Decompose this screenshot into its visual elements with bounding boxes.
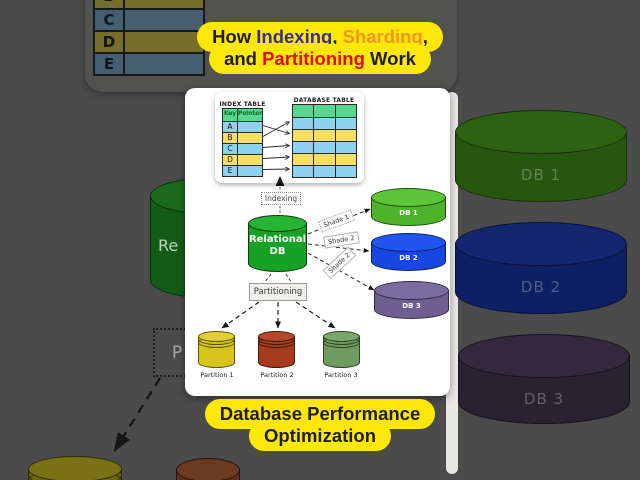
row-pointer-cell [125, 32, 203, 52]
shard-label-2: Shade 2 [323, 231, 360, 249]
relational-db-label-line2: DB [269, 245, 286, 257]
table-row: C [223, 143, 262, 154]
index-table-title: INDEX TABLE [219, 101, 266, 108]
table-row: B [95, 0, 203, 8]
row-pointer-cell [238, 166, 262, 176]
db1-label: DB 1 [399, 209, 418, 217]
background-db3-cylinder: DB 3 [458, 334, 630, 424]
table-row [293, 117, 356, 129]
indexing-accent: Indexing [256, 26, 333, 47]
table-row: A [223, 121, 262, 132]
row-pointer-cell [125, 0, 203, 8]
caption-line1: Database Performance [204, 399, 436, 430]
table-header-row [293, 105, 356, 117]
table-row: C [95, 8, 203, 30]
table-row [293, 141, 356, 153]
partition3-label: Partition 3 [324, 371, 358, 379]
partition1-cylinder [198, 331, 235, 368]
row-pointer-cell [125, 10, 203, 30]
partitioning-label: Partitioning [249, 283, 307, 301]
row-key-cell: B [95, 0, 125, 8]
background-partition2-cylinder [176, 458, 240, 480]
indexing-label: Indexing [261, 192, 301, 205]
table-row: E [95, 52, 203, 74]
sharding-accent: Sharding [342, 26, 423, 47]
background-db1-label: DB 1 [520, 166, 562, 184]
background-partition1-cylinder [28, 456, 122, 480]
partitioning-dashes [264, 273, 292, 283]
shard-label-3: Shade 2 [322, 246, 357, 280]
table-row [293, 153, 356, 165]
background-relational-db-label: Re [158, 236, 179, 255]
db2-label: DB 2 [399, 254, 418, 262]
background-db2-label: DB 2 [520, 278, 562, 296]
partition2-label: Partition 2 [260, 371, 294, 379]
background-db2-cylinder: DB 2 [455, 222, 627, 314]
background-db1-cylinder: DB 1 [455, 110, 627, 202]
row-pointer-cell [238, 133, 262, 143]
row-key-cell: C [95, 10, 125, 30]
table-row: D [223, 154, 262, 165]
table-row [293, 129, 356, 141]
db3-cylinder: DB 3 [374, 281, 449, 319]
header-key: Key [223, 109, 238, 121]
db2-cylinder: DB 2 [371, 233, 446, 271]
index-table: Key Pointer A B C D E [222, 108, 263, 177]
row-key-cell: C [223, 144, 238, 154]
table-row: E [223, 165, 262, 176]
row-pointer-cell [238, 122, 262, 132]
row-key-cell: E [95, 54, 125, 74]
caption-line2: Optimization [248, 421, 392, 452]
row-pointer-cell [238, 155, 262, 165]
row-pointer-cell [238, 144, 262, 154]
db1-cylinder: DB 1 [371, 188, 446, 226]
database-table [292, 104, 357, 178]
partitioning-accent: Partitioning [262, 48, 365, 70]
row-key-cell: D [223, 155, 238, 165]
title-banner: How Indexing, Sharding, and Partitioning… [0, 22, 640, 75]
partition-arrows [221, 301, 336, 329]
title-line2: and Partitioning Work [209, 44, 431, 75]
row-key-cell: D [95, 32, 125, 52]
index-table-header: Key Pointer [223, 109, 262, 121]
header-pointer: Pointer [238, 109, 262, 121]
row-key-cell: B [223, 133, 238, 143]
background-index-table: B C D E [93, 0, 205, 76]
partition3-cylinder [323, 331, 360, 368]
partition1-label: Partition 1 [200, 371, 234, 379]
database-table-title: DATABASE TABLE [293, 97, 355, 104]
caption-banner: Database Performance Optimization [0, 399, 640, 452]
table-row: D [95, 30, 203, 52]
table-row [293, 165, 356, 177]
diagram-card: INDEX TABLE DATABASE TABLE Key Pointer A… [185, 88, 450, 396]
row-key-cell: A [223, 122, 238, 132]
row-pointer-cell [125, 54, 203, 74]
db3-label: DB 3 [402, 302, 421, 310]
partition2-cylinder [258, 331, 295, 368]
relational-db-label-line1: Relational [248, 234, 307, 245]
relational-db-cylinder: Relational DB [248, 215, 307, 272]
shard-label-1: Shade 1 [317, 209, 355, 233]
row-key-cell: E [223, 166, 238, 176]
background-db3-label: DB 3 [523, 390, 565, 408]
table-row: B [223, 132, 262, 143]
